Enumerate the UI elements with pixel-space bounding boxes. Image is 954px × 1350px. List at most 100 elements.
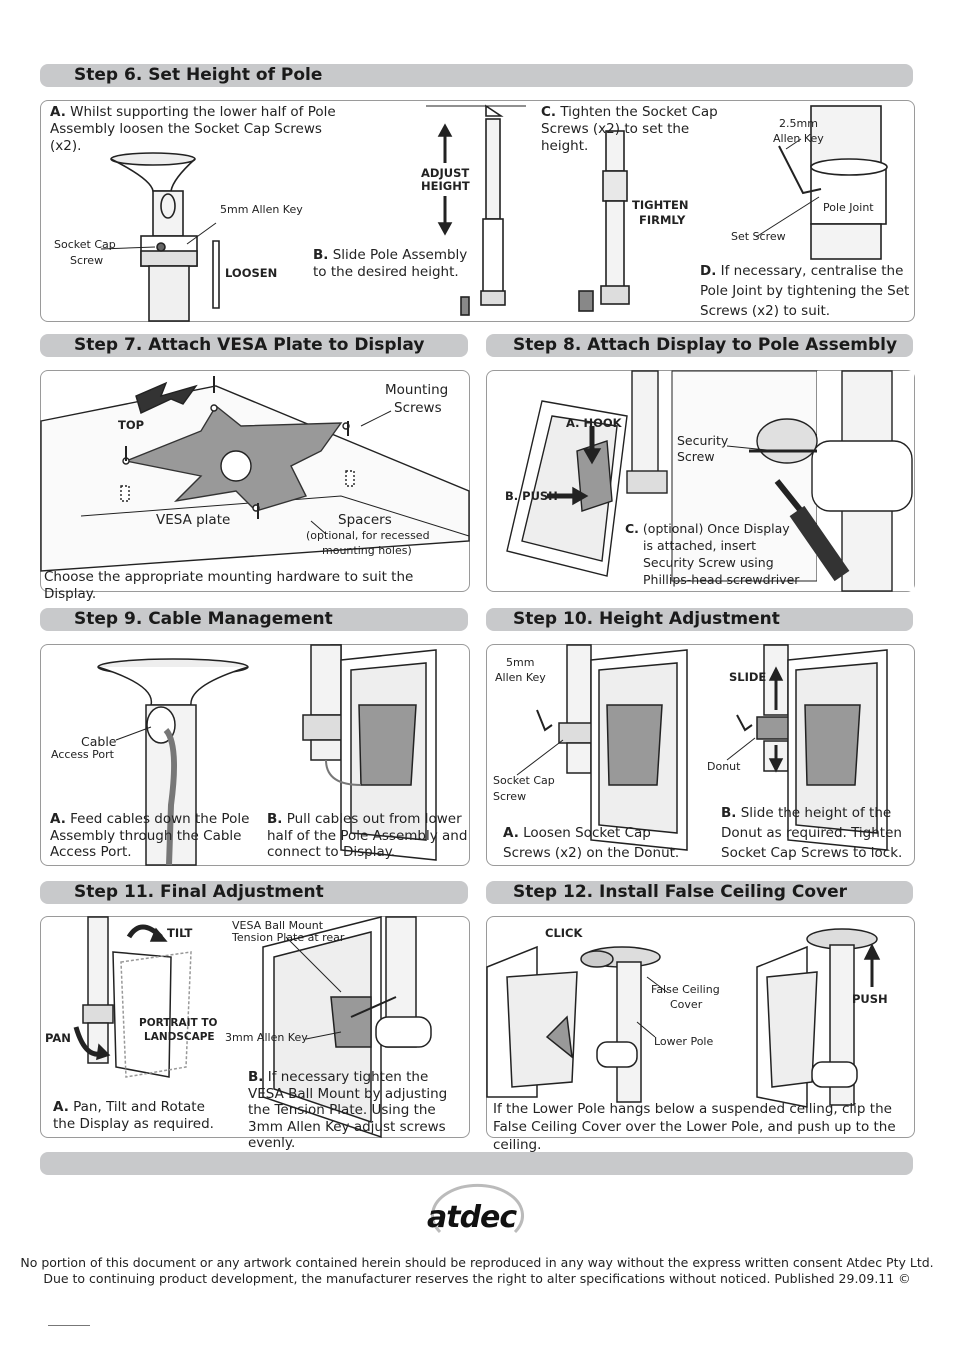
step8-c-l1: (optional) Once Display xyxy=(642,521,790,536)
step10-a-text: Loosen Socket Cap Screws (x2) on the Don… xyxy=(503,825,680,861)
step8-c-l3: Security Screw using xyxy=(643,555,774,570)
step8-header: Step 8. Attach Display to Pole Assembly xyxy=(486,334,913,357)
step8-c-l2: is attached, insert xyxy=(643,538,757,553)
step6-firmly-label: FIRMLY xyxy=(639,213,686,227)
step6-adjust-label: ADJUST xyxy=(421,166,470,180)
footer-rule xyxy=(48,1325,90,1326)
step6-pole-joint-label: Pole Joint xyxy=(823,201,874,214)
step6-socket-cap-label: Socket Cap xyxy=(54,238,116,251)
step8-c-l4: Phillips-head screwdriver xyxy=(643,572,800,587)
step8-panel: A. HOOK B. PUSH Security Screw C. (optio… xyxy=(486,370,915,592)
step6-set-screw-label: Set Screw xyxy=(731,230,786,243)
step6-d-text: If necessary, centralise the Pole Joint … xyxy=(700,263,910,319)
step11-tension-label: Tension Plate at rear xyxy=(232,931,345,944)
step10-b-text: Slide the height of the Donut as require… xyxy=(721,805,903,861)
footer-line2: Due to continuing product development, t… xyxy=(43,1271,911,1286)
step9-b-letter: B. xyxy=(267,811,283,827)
step11-b-text: If necessary tighten the VESA Ball Mount… xyxy=(248,1069,448,1151)
step11-allen3-label: 3mm Allen Key xyxy=(225,1031,308,1044)
step6-d-letter: D. xyxy=(700,263,717,279)
step8-c-letter: C. xyxy=(625,521,639,536)
step10-slide-label: SLIDE xyxy=(729,670,767,684)
step6-tighten-label: TIGHTEN xyxy=(632,198,689,212)
step6-allen25a-label: 2.5mm xyxy=(779,117,818,130)
step9-a-letter: A. xyxy=(50,811,66,827)
step7-note: Choose the appropriate mounting hardware… xyxy=(44,569,414,602)
step8-push-label: B. PUSH xyxy=(505,489,558,503)
logo-swoosh-icon xyxy=(431,1183,524,1234)
footer-bar xyxy=(40,1152,913,1175)
step10-panel: 5mm Allen Key SLIDE Socket Cap Screw Don… xyxy=(486,644,915,866)
step7-title: Step 7. Attach VESA Plate to Display xyxy=(74,335,425,355)
step10-socket-cap-label: Socket Cap xyxy=(493,774,555,787)
step7-vesa-plate-label: VESA plate xyxy=(156,512,231,528)
step7-top-label: TOP xyxy=(118,418,145,432)
step6-b-text: Slide Pole Assembly to the desired heigh… xyxy=(313,247,468,280)
step11-a-letter: A. xyxy=(53,1099,69,1115)
step6-b-letter: B. xyxy=(313,247,329,263)
step7-panel: Mounting Screws TOP VESA plate Spacers (… xyxy=(40,370,470,602)
step7-spacers-note1: (optional, for recessed xyxy=(306,529,430,542)
step10-a-letter: A. xyxy=(503,825,519,841)
step8-title: Step 8. Attach Display to Pole Assembly xyxy=(513,335,898,355)
step9-title: Step 9. Cable Management xyxy=(74,609,333,629)
step7-screws-label: Screws xyxy=(394,400,442,416)
step12-header: Step 12. Install False Ceiling Cover xyxy=(486,881,913,904)
step7-spacers-note2: mounting holes) xyxy=(322,544,412,557)
step7-illustration xyxy=(40,376,470,572)
step11-tilt-label: TILT xyxy=(167,926,193,940)
step11-header: Step 11. Final Adjustment xyxy=(40,881,468,904)
step6-screw-label: Screw xyxy=(70,254,104,267)
step11-panel: TILT PAN PORTRAIT TO LANDSCAPE VESA Ball… xyxy=(40,916,470,1151)
step9-a-text: Feed cables down the Pole Assembly throu… xyxy=(50,811,250,860)
step7-spacers-label: Spacers xyxy=(338,512,392,528)
step10-b-letter: B. xyxy=(721,805,737,821)
footer-line1: No portion of this document or any artwo… xyxy=(20,1255,934,1270)
step6-loosen-label: LOOSEN xyxy=(225,266,278,280)
step12-cover-label: Cover xyxy=(670,998,703,1011)
step10-title: Step 10. Height Adjustment xyxy=(513,609,780,629)
step9-illustration xyxy=(97,644,437,866)
step6-height-label: HEIGHT xyxy=(421,179,470,193)
step6-allen25b-label: Allen Key xyxy=(773,132,824,145)
step6-c-letter: C. xyxy=(541,104,557,120)
step8-security-label: Security xyxy=(677,433,729,448)
step11-portrait-label: PORTRAIT TO xyxy=(139,1017,218,1029)
step11-landscape-label: LANDSCAPE xyxy=(144,1031,215,1043)
logo-text: atdec xyxy=(427,1200,517,1235)
step8-illustration xyxy=(506,370,914,592)
step7-header: Step 7. Attach VESA Plate to Display xyxy=(40,334,468,357)
step10-allen5a-label: 5mm xyxy=(506,656,535,669)
step8-hook-label: A. HOOK xyxy=(566,416,622,430)
step9-access-port-label: Access Port xyxy=(51,748,114,761)
step11-illustration xyxy=(73,916,432,1139)
step12-panel: CLICK False Ceiling Cover PUSH Lower Pol… xyxy=(486,916,915,1153)
step6-header: Step 6. Set Height of Pole xyxy=(40,64,913,87)
step6-illustration xyxy=(100,104,888,322)
step11-vesa-ball-label: VESA Ball Mount xyxy=(232,919,324,932)
step11-pan-label: PAN xyxy=(45,1031,71,1045)
step9-panel: Cable Access Port A. Feed cables down th… xyxy=(40,644,470,866)
step12-push-label: PUSH xyxy=(852,992,888,1006)
step6-a-letter: A. xyxy=(50,104,66,120)
step10-screw-label: Screw xyxy=(493,790,527,803)
step12-lower-pole-label: Lower Pole xyxy=(654,1035,714,1048)
step6-c-text: Tighten the Socket Cap Screws (x2) to se… xyxy=(541,104,718,154)
step6-allen5-label: 5mm Allen Key xyxy=(220,203,303,216)
step12-note: If the Lower Pole hangs below a suspende… xyxy=(493,1101,896,1153)
atdec-logo: atdec xyxy=(425,1183,525,1247)
step12-illustration xyxy=(486,928,881,1108)
step12-click-label: CLICK xyxy=(545,926,583,940)
step9-header: Step 9. Cable Management xyxy=(40,608,468,631)
step9-cable-label: Cable xyxy=(81,734,117,749)
step11-a-text: Pan, Tilt and Rotate the Display as requ… xyxy=(53,1099,214,1132)
step6-title: Step 6. Set Height of Pole xyxy=(74,65,323,85)
step6-a-text: Whilst supporting the lower half of Pole… xyxy=(50,104,336,154)
step10-allen5b-label: Allen Key xyxy=(495,671,546,684)
step11-title: Step 11. Final Adjustment xyxy=(74,882,324,902)
step12-false-ceiling-label: False Ceiling xyxy=(651,983,720,996)
step11-b-letter: B. xyxy=(248,1069,264,1085)
step10-header: Step 10. Height Adjustment xyxy=(486,608,913,631)
step10-illustration xyxy=(516,644,888,851)
step7-mounting-label: Mounting xyxy=(385,382,449,398)
